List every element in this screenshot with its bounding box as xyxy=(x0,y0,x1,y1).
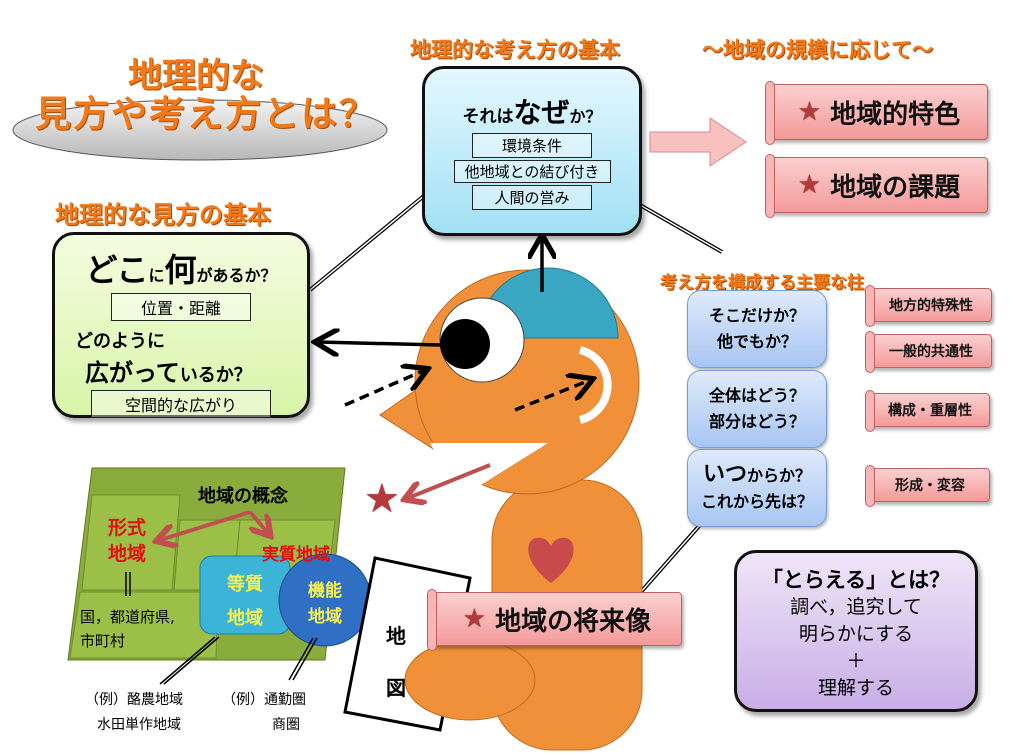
ear xyxy=(578,346,612,424)
title-ellipse xyxy=(12,99,388,161)
pillar-q3-when: いつ xyxy=(702,461,747,487)
scroll-regional-issues: ★ 地域の課題 xyxy=(765,154,988,218)
pillar-q1-line2: 他でもか？ xyxy=(716,332,797,351)
functional-example-2: 商圏 xyxy=(272,717,300,733)
toraeru-plus: ＋ xyxy=(846,650,866,672)
toraeru-box: 「とらえる」とは？ 調べ，追究して 明らかにする ＋ 理解する xyxy=(734,550,978,712)
uniform-line2: 地域 xyxy=(227,608,263,629)
functional-line2: 地域 xyxy=(308,607,342,627)
functional-line1: 機能 xyxy=(308,581,342,601)
q2-spread: 広がって xyxy=(85,359,180,387)
think-basic-heading: 地理的な考え方の基本 xyxy=(410,38,620,62)
q1-what: 何 xyxy=(164,251,197,289)
pillar-q3-rest: からか？ xyxy=(747,465,812,485)
human-activity-label: 人間の営み xyxy=(472,185,592,210)
toraeru-line3: 理解する xyxy=(817,677,894,699)
q-that: それは xyxy=(462,107,514,127)
q1-where: どこ xyxy=(85,251,149,289)
pillar-question-2: 全体はどう？ 部分はどう？ xyxy=(687,370,827,448)
star-icon: ★ xyxy=(797,97,822,127)
pillars-heading: 考え方を構成する主要な柱 xyxy=(660,273,864,293)
substantive-region-label: 実質地域 xyxy=(262,545,330,565)
scale-heading: ～地域の規模に応じて～ xyxy=(702,38,933,62)
q1-rest: があるか？ xyxy=(196,266,277,285)
pillar-question-1: そこだけか？ 他でもか？ xyxy=(687,290,827,368)
scroll-regional-future: ★ 地域の将来像 xyxy=(427,589,682,651)
view-basic-box: どこに何があるか？ 位置・距離 どのように 広がっているか？ 空間的な広がり xyxy=(52,232,310,418)
functional-examples: （例）通勤圏商圏 xyxy=(222,688,306,738)
uniform-region-label: 等質地域 xyxy=(216,568,274,636)
q1-particle: に xyxy=(148,266,165,285)
formal-line1: 形式 xyxy=(108,517,147,539)
star-icon: ★ xyxy=(462,604,487,634)
right-arrow-icon xyxy=(649,117,747,167)
star-icon: ★ xyxy=(797,170,822,200)
formal-region-label: 形式地域 xyxy=(108,515,146,567)
regional-issues-label: 地域の課題 xyxy=(830,172,961,203)
character xyxy=(379,267,643,751)
toraeru-line1: 調べ，追究して xyxy=(790,596,922,618)
uniform-example-1: （例）酪農地域 xyxy=(85,692,183,708)
pillar-q2-line1: 全体はどう？ xyxy=(708,386,805,405)
regional-features-label: 地域的特色 xyxy=(830,99,961,130)
region-concept-title: 地域の概念 xyxy=(198,486,288,507)
star-icon: ★ xyxy=(364,476,400,522)
heart-icon xyxy=(528,537,574,583)
tag-local-specificity: 地方的特殊性 xyxy=(865,285,992,327)
formal-examples: 国，都道府県, 市町村 xyxy=(80,605,175,653)
uniform-line1: 等質 xyxy=(227,574,263,595)
toraeru-line2: 明らかにする xyxy=(798,623,914,645)
uniform-examples: （例）酪農地域水田単作地域 xyxy=(85,688,183,738)
formal-example-2: 市町村 xyxy=(80,632,126,650)
environment-label: 環境条件 xyxy=(472,133,592,158)
pupil xyxy=(440,319,490,369)
tag-formation-change: 形成・変容 xyxy=(865,465,990,507)
uniform-example-2: 水田単作地域 xyxy=(97,717,181,733)
toraeru-title: 「とらえる」とは？ xyxy=(761,568,951,592)
pillar-q1-line1: そこだけか？ xyxy=(708,306,805,325)
q-why: なぜ xyxy=(513,96,570,129)
think-basic-box: それはなぜか？ 環境条件 他地域との結び付き 人間の営み xyxy=(422,66,642,236)
functional-example-1: （例）通勤圏 xyxy=(222,692,306,708)
functional-region-label: 機能地域 xyxy=(298,578,352,630)
q-rest: か？ xyxy=(569,107,602,126)
formal-line2: 地域 xyxy=(108,543,147,565)
tag-composition-layers: 構成・重層性 xyxy=(865,390,990,432)
title-line2: 見方や考え方とは？ xyxy=(35,94,378,135)
mouth xyxy=(430,443,548,498)
scroll-regional-features: ★ 地域的特色 xyxy=(765,81,988,145)
regional-future-label: 地域の将来像 xyxy=(495,606,652,637)
title-line1: 地理的な xyxy=(128,56,264,96)
map-char-1: 地 xyxy=(386,624,406,648)
location-distance-label: 位置・距離 xyxy=(111,293,251,321)
tag-general-commonality: 一般的共通性 xyxy=(865,331,992,373)
map-char-2: 図 xyxy=(386,676,406,700)
pillar-q3-line2: これから先は？ xyxy=(700,491,813,511)
connections-label: 他地域との結び付き xyxy=(453,160,611,183)
spatial-spread-label: 空間的な広がり xyxy=(91,390,271,418)
q2-rest: いるか？ xyxy=(179,365,252,386)
q2-how: どのように xyxy=(75,331,165,352)
pillar-question-3: いつからか？ これから先は？ xyxy=(687,449,827,527)
pillar-q2-line2: 部分はどう？ xyxy=(708,412,805,431)
view-basic-heading: 地理的な見方の基本 xyxy=(55,201,271,229)
formal-example-1: 国，都道府県, xyxy=(80,608,175,626)
